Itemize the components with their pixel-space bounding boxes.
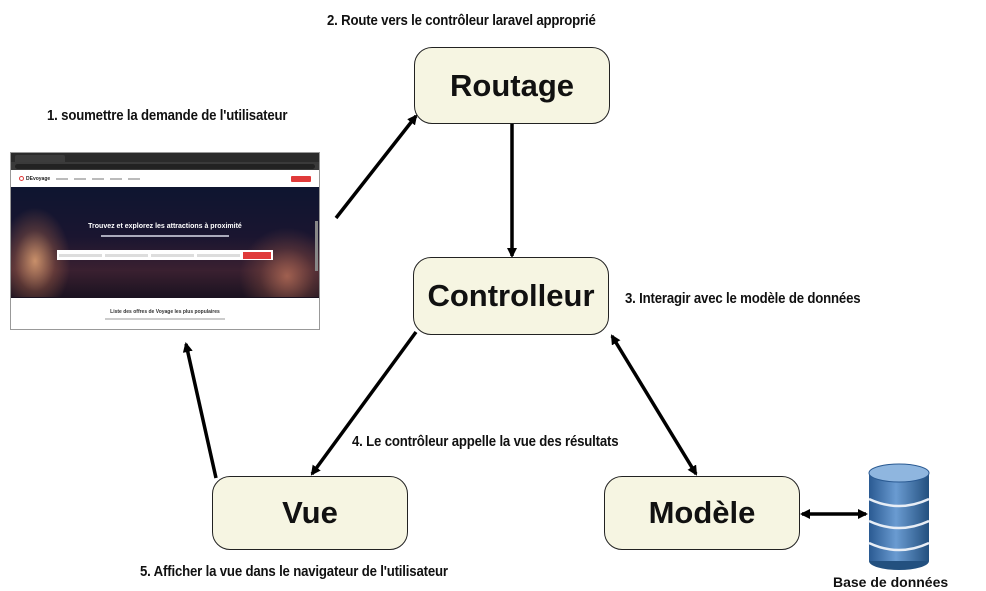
site-logo: DEvoyage	[19, 176, 50, 182]
database-icon	[868, 463, 930, 570]
nav-cta-button	[291, 175, 311, 182]
nav-link	[56, 177, 69, 180]
search-field	[59, 253, 102, 257]
browser-scrollbar	[315, 221, 318, 271]
browser-tab-bar	[11, 153, 319, 162]
nav-link	[110, 177, 123, 180]
site-navbar: DEvoyage	[11, 170, 319, 187]
browser-address-bar	[11, 162, 319, 170]
hero-city-lights	[239, 227, 319, 297]
node-routage-label: Routage	[450, 67, 574, 103]
list-title: Liste des offres de Voyage les plus popu…	[110, 309, 220, 315]
step-3-label: 3. Interagir avec le modèle de données	[625, 290, 861, 307]
site-logo-text: DEvoyage	[26, 175, 51, 182]
hero-subtitle	[101, 235, 229, 237]
search-field	[151, 253, 194, 257]
browser-tab	[15, 155, 65, 162]
node-controlleur-label: Controlleur	[427, 278, 595, 313]
step-5-label: 5. Afficher la vue dans le navigateur de…	[140, 563, 448, 580]
node-controlleur: Controlleur	[413, 257, 609, 335]
site-hero: Trouvez et explorez les attractions à pr…	[11, 187, 319, 298]
arrow-controlleur-to-vue	[310, 330, 418, 476]
search-field	[105, 253, 148, 257]
node-modele: Modèle	[604, 476, 800, 550]
step-1-label: 1. soumettre la demande de l'utilisateur	[47, 107, 288, 124]
search-button	[243, 251, 271, 259]
hero-headline: Trouvez et explorez les attractions à pr…	[88, 223, 242, 230]
node-routage: Routage	[414, 47, 610, 124]
arrow-browser-to-routage	[334, 114, 418, 220]
list-subtitle	[105, 318, 225, 320]
arrow-vue-to-browser	[182, 342, 218, 479]
hero-search-bar	[57, 250, 273, 260]
nav-link	[128, 177, 141, 180]
step-2-label: 2. Route vers le contrôleur laravel appr…	[327, 12, 596, 29]
nav-link	[74, 177, 87, 180]
node-vue: Vue	[212, 476, 408, 550]
node-vue-label: Vue	[282, 495, 338, 530]
search-field	[197, 253, 240, 257]
browser-url-field	[15, 163, 315, 169]
step-4-label: 4. Le contrôleur appelle la vue des résu…	[352, 433, 619, 450]
logo-pin-icon	[19, 176, 24, 181]
node-modele-label: Modèle	[648, 495, 756, 530]
arrow-controlleur-modele	[610, 334, 698, 476]
browser-screenshot: DEvoyage Trouvez et explorez les attract…	[10, 152, 320, 330]
site-list-section: Liste des offres de Voyage les plus popu…	[11, 298, 319, 320]
database-label: Base de données	[833, 574, 949, 590]
nav-link	[92, 177, 105, 180]
